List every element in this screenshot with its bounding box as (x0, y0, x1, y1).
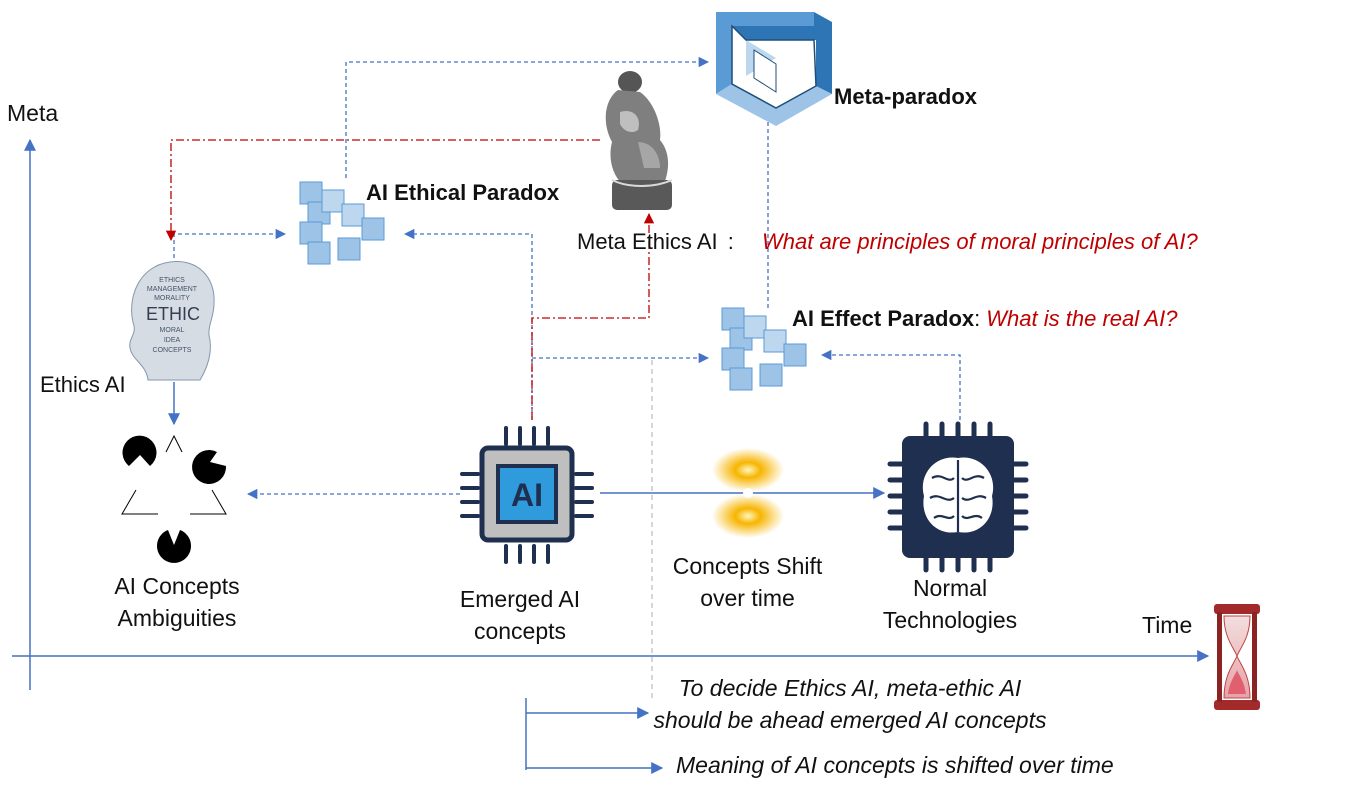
x-axis-label: Time (1142, 612, 1193, 638)
ambiguities-line-2: Ambiguities (117, 605, 237, 631)
ai-effect-paradox-question: What is the real AI? (986, 306, 1178, 331)
ambiguities-line-1: AI Concepts (114, 573, 240, 599)
brain-chip-icon (887, 421, 1029, 573)
impossible-triangle-icon (716, 12, 832, 126)
normal-line-2: Technologies (882, 607, 1018, 633)
ai-concepts-ambiguities-label: AI Concepts Ambiguities (92, 570, 262, 634)
concept-shift-glow-icon (712, 448, 784, 538)
svg-text:MANAGEMENT: MANAGEMENT (147, 286, 198, 293)
svg-text:ETHICS: ETHICS (159, 277, 185, 284)
penrose-cube-icon (721, 307, 807, 391)
legend-arrows (525, 698, 664, 774)
legend-text-1a: To decide Ethics AI, meta-ethic AI (678, 675, 1022, 701)
svg-text:MORALITY: MORALITY (154, 295, 190, 302)
emerged-line-1: Emerged AI (459, 586, 581, 612)
meta-ethics-ai-line: Meta Ethics AI : What are principles of … (577, 229, 1198, 255)
connector-normal-to-effect (820, 349, 961, 420)
connector-emerged-to-ethical (403, 228, 533, 420)
svg-text:AI: AI (511, 477, 543, 513)
emerged-line-2: concepts (473, 618, 567, 644)
ai-ethical-paradox-label: AI Ethical Paradox (366, 180, 560, 205)
penrose-cube-icon (299, 181, 385, 265)
svg-text:MORAL: MORAL (160, 327, 185, 334)
svg-text:ETHIC: ETHIC (146, 304, 200, 324)
svg-text:IDEA: IDEA (164, 337, 181, 344)
ai-chip-icon: AI (460, 426, 594, 564)
dashed-connectors (173, 56, 961, 500)
legend-text-1b: should be ahead emerged AI concepts (653, 707, 1047, 733)
connector-thinker-to-ethics (165, 139, 600, 242)
concepts-shift-label: Concepts Shift over time (655, 550, 840, 614)
meta-ethics-ai-label: Meta Ethics AI (577, 229, 718, 254)
ethics-head-icon: ETHICS MANAGEMENT MORALITY ETHIC MORAL I… (129, 261, 215, 381)
connector-emerged-to-meta-ethics (531, 212, 655, 420)
thinker-statue-icon (605, 71, 673, 210)
connector-ethics-to-ethical (173, 228, 287, 258)
normal-line-1: Normal (912, 575, 988, 601)
kanizsa-triangle-icon (121, 434, 227, 563)
concepts-shift-line-1: Concepts Shift (672, 553, 823, 579)
meta-paradox-label: Meta-paradox (834, 84, 978, 109)
normal-technologies-label: Normal Technologies (860, 572, 1040, 636)
connector-ethical-to-metaparadox (345, 56, 710, 178)
emerged-ai-concepts-label: Emerged AI concepts (440, 583, 600, 647)
hourglass-icon (1214, 604, 1260, 710)
ai-effect-paradox-colon: : (974, 306, 981, 331)
ai-effect-paradox-label: AI Effect Paradox (792, 306, 975, 331)
meta-ethics-ai-colon: : (727, 229, 734, 254)
ai-effect-paradox-line: AI Effect Paradox:What is the real AI? (792, 306, 1177, 332)
svg-text:CONCEPTS: CONCEPTS (153, 347, 192, 354)
concepts-shift-line-2: over time (700, 585, 795, 611)
legend-text-1: To decide Ethics AI, meta-ethic AI shoul… (650, 672, 1050, 736)
legend-text-2: Meaning of AI concepts is shifted over t… (676, 752, 1114, 778)
red-connectors (165, 139, 655, 420)
meta-ethics-ai-question: What are principles of moral principles … (762, 229, 1198, 254)
ethics-ai-label: Ethics AI (40, 372, 126, 397)
y-axis-label: Meta (7, 100, 59, 126)
